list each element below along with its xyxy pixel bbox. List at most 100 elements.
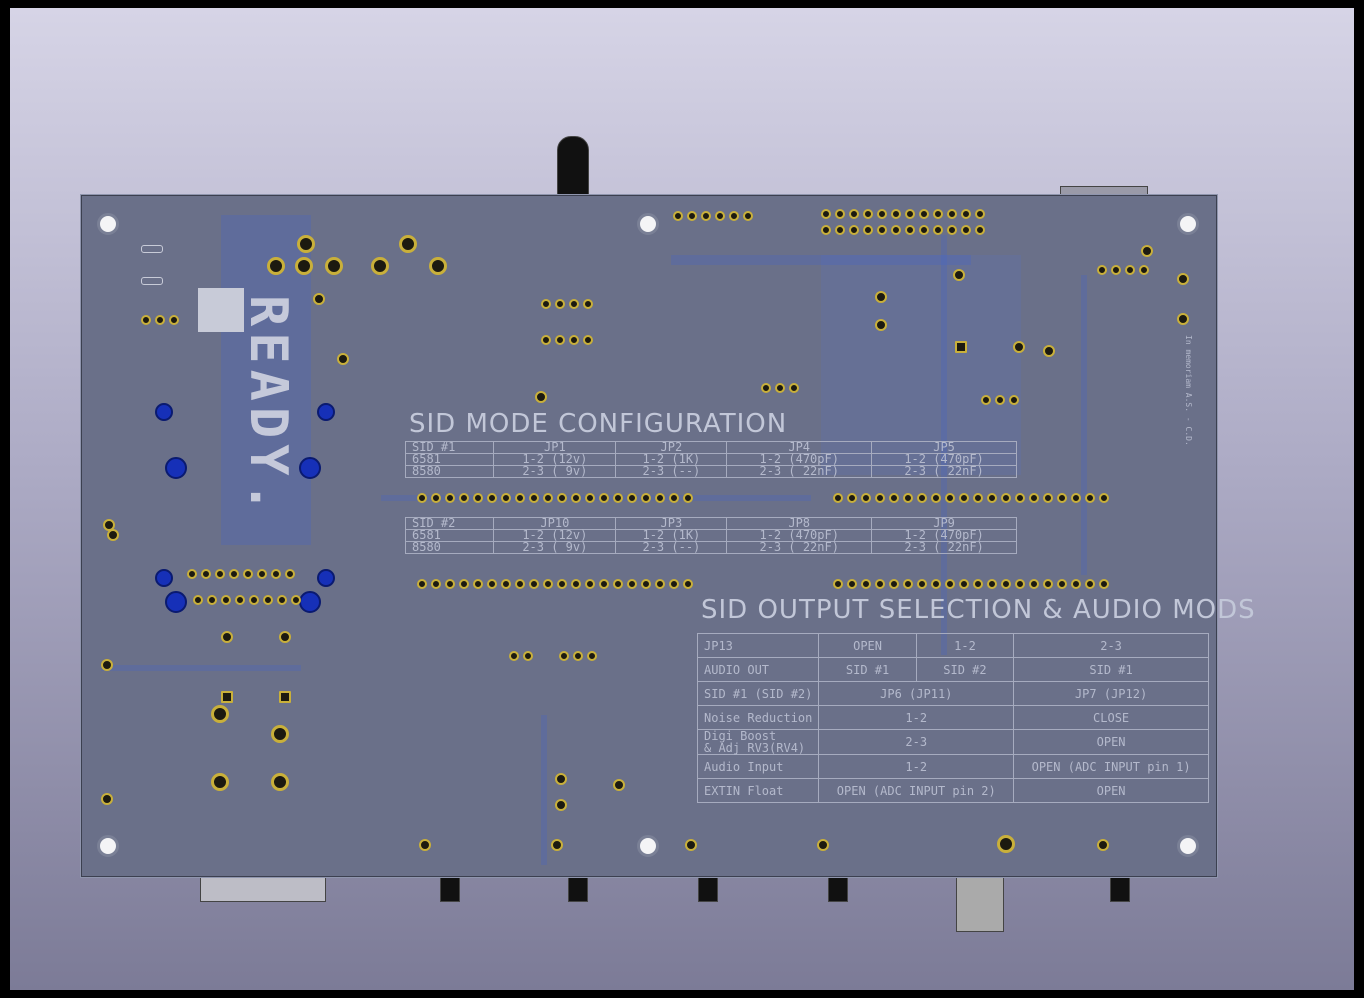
pin-pad — [1015, 493, 1025, 503]
sid1-socket-pins — [417, 493, 693, 503]
pad — [1097, 839, 1109, 851]
table-cell: 8580 — [404, 541, 495, 554]
pin-pad — [669, 579, 679, 589]
pin-pad — [417, 579, 427, 589]
table-cell: SID #1 — [818, 657, 917, 682]
pin-pad — [877, 225, 887, 235]
pin-pad — [215, 569, 225, 579]
pin-pad — [775, 383, 785, 393]
pad — [279, 631, 291, 643]
capacitor — [299, 591, 321, 613]
pin-pad — [847, 493, 857, 503]
pin-pad — [655, 493, 665, 503]
potentiometer-knob — [557, 136, 589, 200]
pad — [211, 705, 229, 723]
pad — [875, 319, 887, 331]
table-cell: 8580 — [404, 465, 495, 478]
table-cell: Digi Boost & Adj RV3(RV4) — [696, 729, 820, 755]
jack-3 — [698, 874, 718, 902]
pin-pad — [585, 493, 595, 503]
pad — [107, 529, 119, 541]
pin-pad — [947, 225, 957, 235]
ready-logo: READY. — [238, 295, 298, 519]
pin-pad — [613, 579, 623, 589]
pin-pad — [833, 493, 843, 503]
pin-pad — [571, 579, 581, 589]
pin-pad — [559, 651, 569, 661]
pin-pad — [889, 493, 899, 503]
pad — [875, 291, 887, 303]
pin-pad — [701, 211, 711, 221]
pin-pad — [515, 579, 525, 589]
pin-pad — [835, 209, 845, 219]
pin-pad — [585, 579, 595, 589]
pin-pad — [975, 209, 985, 219]
pin-pad — [587, 651, 597, 661]
table-header-cell: JP8 — [726, 517, 873, 530]
trace — [541, 715, 547, 865]
table-cell: CLOSE — [1013, 705, 1209, 730]
pin-pad — [473, 579, 483, 589]
pad — [101, 659, 113, 671]
pin-pad — [961, 209, 971, 219]
table-cell: 2-3 ( 9v) — [493, 541, 617, 554]
pad — [103, 519, 115, 531]
pin-pad — [919, 209, 929, 219]
pin-pad — [683, 493, 693, 503]
trace — [821, 255, 1021, 475]
pin-pad — [459, 493, 469, 503]
table-header-row: SID #1 JP1 JP2 JP4 JP5 — [404, 441, 1017, 454]
trace — [381, 495, 811, 501]
pin-pad — [889, 579, 899, 589]
jumper-pins — [981, 395, 1019, 405]
table-cell: SID #1 — [1013, 657, 1209, 682]
pin-pad — [945, 493, 955, 503]
mode-config-title: SID MODE CONFIGURATION — [409, 409, 788, 439]
pin-pad — [729, 211, 739, 221]
table-cell: 2-3 ( 22nF) — [726, 465, 873, 478]
pin-pad — [613, 493, 623, 503]
table-cell: 2-3 — [818, 729, 1015, 755]
pin-pad — [1125, 265, 1135, 275]
pin-pad — [959, 493, 969, 503]
pin-pad — [917, 579, 927, 589]
pin-pad — [221, 595, 231, 605]
table-cell: 1-2 — [818, 754, 1015, 779]
table-row: EXTIN Float OPEN (ADC INPUT pin 2) OPEN — [696, 778, 1209, 803]
pin-pad — [1085, 579, 1095, 589]
pin-pad — [1043, 579, 1053, 589]
table-header-cell: JP6 (JP11) — [818, 681, 1015, 706]
pin-pad — [1099, 579, 1109, 589]
sid1-socket-pins — [833, 493, 1109, 503]
sid1-config-table: SID #1 JP1 JP2 JP4 JP5 6581 1-2 (12v) 1-… — [404, 441, 1017, 478]
pad — [371, 257, 389, 275]
pad — [535, 391, 547, 403]
trace — [101, 665, 301, 671]
pad — [685, 839, 697, 851]
pin-pad — [1057, 493, 1067, 503]
pad — [221, 631, 233, 643]
pin-pad — [1029, 493, 1039, 503]
table-cell: 2-3 ( 22nF) — [726, 541, 873, 554]
mounting-hole — [97, 213, 119, 235]
pin-pad — [877, 209, 887, 219]
pin-pad — [249, 595, 259, 605]
render-viewport: READY. In memoriam A.S. - C.D. — [10, 8, 1354, 990]
pin-pad — [789, 383, 799, 393]
pin-pad — [1111, 265, 1121, 275]
pad — [1177, 273, 1189, 285]
table-cell: JP13 — [696, 633, 820, 658]
pin-pad — [655, 579, 665, 589]
pin-pad — [569, 335, 579, 345]
pin-pad — [1085, 493, 1095, 503]
pin-pad — [445, 579, 455, 589]
pad — [555, 799, 567, 811]
pin-pad — [641, 579, 651, 589]
pin-pad — [891, 225, 901, 235]
pin-pad — [849, 209, 859, 219]
pin-pad — [959, 579, 969, 589]
pin-pad — [515, 493, 525, 503]
pad — [551, 839, 563, 851]
pin-pad — [715, 211, 725, 221]
pin-pad — [509, 651, 519, 661]
